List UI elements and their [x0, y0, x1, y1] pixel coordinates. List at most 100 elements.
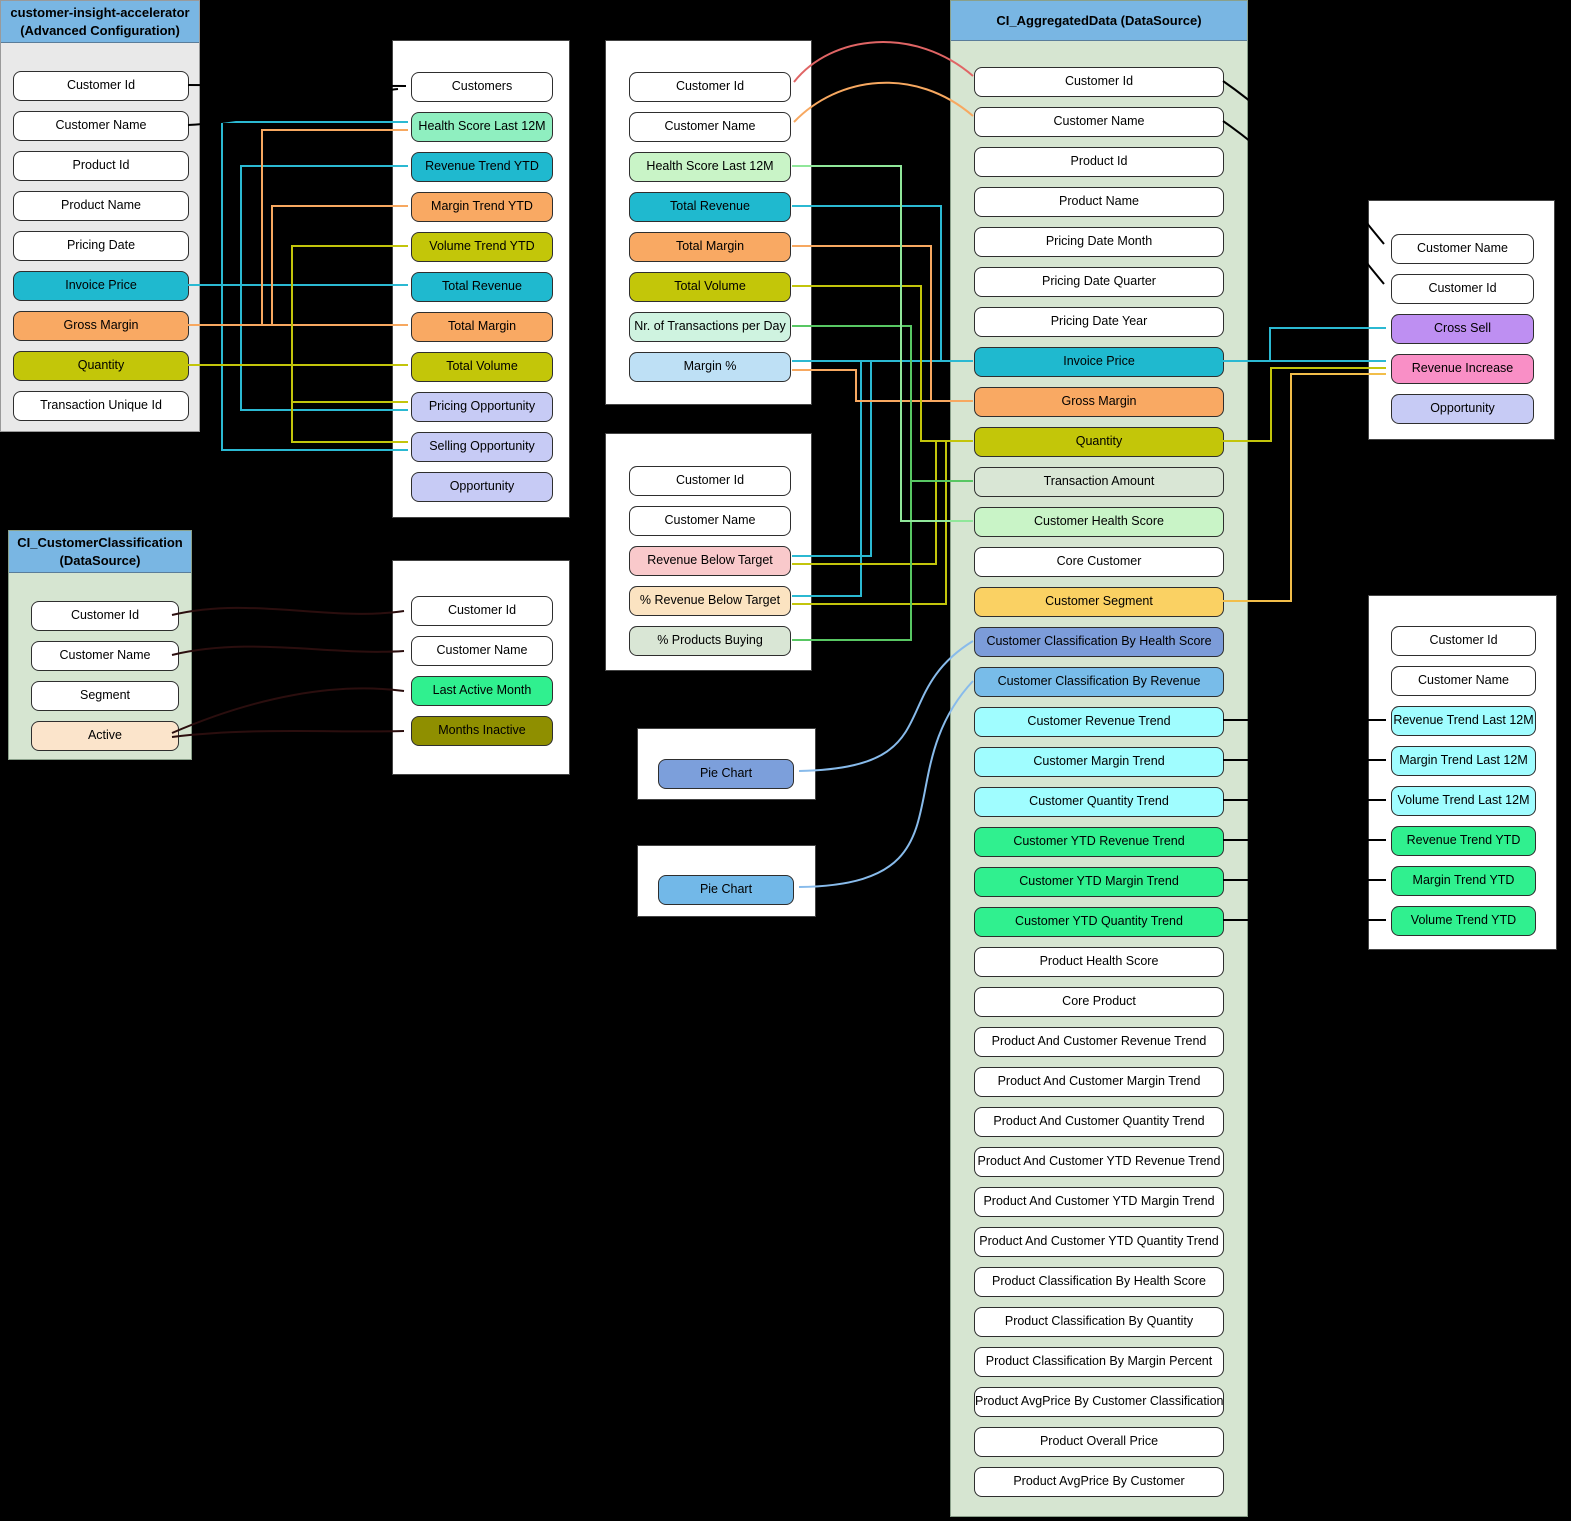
customer-totals-panel-field-customer-id[interactable]: Customer Id — [629, 72, 791, 102]
aggregated-data-panel-field-customer-revenue-trend[interactable]: Customer Revenue Trend — [974, 707, 1224, 737]
customers-output-panel-field-health-score-last-12m[interactable]: Health Score Last 12M — [411, 112, 553, 142]
aggregated-data-panel-field-customer-health-score[interactable]: Customer Health Score — [974, 507, 1224, 537]
customer-totals-panel-field-total-margin[interactable]: Total Margin — [629, 232, 791, 262]
aggregated-data-panel-field-pricing-date-year[interactable]: Pricing Date Year — [974, 307, 1224, 337]
activity-output-panel-field-customer-name[interactable]: Customer Name — [411, 636, 553, 666]
aggregated-data-panel-field-invoice-price[interactable]: Invoice Price — [974, 347, 1224, 377]
aggregated-data-panel-field-product-overall-price[interactable]: Product Overall Price — [974, 1427, 1224, 1457]
connector-accelerator-gross-margin-to-customers-output-health-score-last-12m — [261, 129, 408, 325]
aggregated-data-panel-field-product-classification-by-health-score[interactable]: Product Classification By Health Score — [974, 1267, 1224, 1297]
aggregated-data-panel-field-product-avgprice-by-customer[interactable]: Product AvgPrice By Customer — [974, 1467, 1224, 1497]
customer-totals-panel-field-health-score-last-12m[interactable]: Health Score Last 12M — [629, 152, 791, 182]
customer-totals-panel-field-total-volume[interactable]: Total Volume — [629, 272, 791, 302]
aggregated-data-panel-field-customer-quantity-trend[interactable]: Customer Quantity Trend — [974, 787, 1224, 817]
opportunity-output-panel-field-customer-name[interactable]: Customer Name — [1391, 234, 1534, 264]
accelerator-panel-field-quantity[interactable]: Quantity — [13, 351, 189, 381]
opportunity-output-panel-field-opportunity[interactable]: Opportunity — [1391, 394, 1534, 424]
connector-accelerator-invoice-price-to-customers-output-pricing-opportunity — [240, 285, 408, 411]
customers-output-panel-field-customers[interactable]: Customers — [411, 72, 553, 102]
customer-classification-panel-field-active[interactable]: Active — [31, 721, 179, 751]
aggregated-data-panel-field-product-and-customer-margin-trend[interactable]: Product And Customer Margin Trend — [974, 1067, 1224, 1097]
revenue-target-panel-field-products-buying[interactable]: % Products Buying — [629, 626, 791, 656]
customers-output-panel-field-volume-trend-ytd[interactable]: Volume Trend YTD — [411, 232, 553, 262]
aggregated-data-panel-field-customer-ytd-revenue-trend[interactable]: Customer YTD Revenue Trend — [974, 827, 1224, 857]
customers-output-panel-field-total-margin[interactable]: Total Margin — [411, 312, 553, 342]
accelerator-panel-field-product-id[interactable]: Product Id — [13, 151, 189, 181]
aggregated-data-panel-field-customer-name[interactable]: Customer Name — [974, 107, 1224, 137]
accelerator-panel-field-gross-margin[interactable]: Gross Margin — [13, 311, 189, 341]
trends-output-panel-field-volume-trend-ytd[interactable]: Volume Trend YTD — [1391, 906, 1536, 936]
trends-output-panel-field-volume-trend-last-12m[interactable]: Volume Trend Last 12M — [1391, 786, 1536, 816]
aggregated-data-panel-field-transaction-amount[interactable]: Transaction Amount — [974, 467, 1224, 497]
aggregated-data-panel-field-customer-ytd-margin-trend[interactable]: Customer YTD Margin Trend — [974, 867, 1224, 897]
aggregated-data-panel-field-customer-segment[interactable]: Customer Segment — [974, 587, 1224, 617]
aggregated-data-panel-field-product-and-customer-ytd-revenue-trend[interactable]: Product And Customer YTD Revenue Trend — [974, 1147, 1224, 1177]
aggregated-data-panel-field-gross-margin[interactable]: Gross Margin — [974, 387, 1224, 417]
accelerator-panel-field-invoice-price[interactable]: Invoice Price — [13, 271, 189, 301]
aggregated-data-panel-field-core-product[interactable]: Core Product — [974, 987, 1224, 1017]
customers-output-panel-field-opportunity[interactable]: Opportunity — [411, 472, 553, 502]
accelerator-panel-field-transaction-unique-id[interactable]: Transaction Unique Id — [13, 391, 189, 421]
customers-output-panel-field-total-revenue[interactable]: Total Revenue — [411, 272, 553, 302]
customers-output-panel-field-revenue-trend-ytd[interactable]: Revenue Trend YTD — [411, 152, 553, 182]
trends-output-panel-field-customer-name[interactable]: Customer Name — [1391, 666, 1536, 696]
accelerator-panel-field-pricing-date[interactable]: Pricing Date — [13, 231, 189, 261]
aggregated-data-panel-field-pricing-date-month[interactable]: Pricing Date Month — [974, 227, 1224, 257]
customer-totals-panel-field-customer-name[interactable]: Customer Name — [629, 112, 791, 142]
aggregated-data-panel-field-product-and-customer-quantity-trend[interactable]: Product And Customer Quantity Trend — [974, 1107, 1224, 1137]
aggregated-data-panel-field-product-avgprice-by-customer-classification[interactable]: Product AvgPrice By Customer Classificat… — [974, 1387, 1224, 1417]
activity-output-panel-field-customer-id[interactable]: Customer Id — [411, 596, 553, 626]
aggregated-data-panel-field-product-and-customer-ytd-margin-trend[interactable]: Product And Customer YTD Margin Trend — [974, 1187, 1224, 1217]
opportunity-output-panel-field-revenue-increase[interactable]: Revenue Increase — [1391, 354, 1534, 384]
trends-output-panel-field-revenue-trend-ytd[interactable]: Revenue Trend YTD — [1391, 826, 1536, 856]
customer-classification-panel-field-customer-name[interactable]: Customer Name — [31, 641, 179, 671]
activity-output-panel-field-months-inactive[interactable]: Months Inactive — [411, 716, 553, 746]
pie-chart-panel-1-field-pie-chart[interactable]: Pie Chart — [658, 759, 794, 789]
aggregated-data-panel-field-product-id[interactable]: Product Id — [974, 147, 1224, 177]
customers-output-panel-field-selling-opportunity[interactable]: Selling Opportunity — [411, 432, 553, 462]
aggregated-data-panel-field-customer-margin-trend[interactable]: Customer Margin Trend — [974, 747, 1224, 777]
customers-output-panel-field-total-volume[interactable]: Total Volume — [411, 352, 553, 382]
trends-output-panel-field-margin-trend-ytd[interactable]: Margin Trend YTD — [1391, 866, 1536, 896]
opportunity-output-panel-field-customer-id[interactable]: Customer Id — [1391, 274, 1534, 304]
aggregated-data-panel-field-customer-id[interactable]: Customer Id — [974, 67, 1224, 97]
connector-accelerator-invoice-price-to-customers-output-health-score-last-12m — [221, 121, 408, 285]
customer-totals-panel-field-nr-of-transactions-per-day[interactable]: Nr. of Transactions per Day — [629, 312, 791, 342]
aggregated-data-panel-field-product-health-score[interactable]: Product Health Score — [974, 947, 1224, 977]
aggregated-data-panel-field-product-and-customer-revenue-trend[interactable]: Product And Customer Revenue Trend — [974, 1027, 1224, 1057]
aggregated-data-panel-field-customer-ytd-quantity-trend[interactable]: Customer YTD Quantity Trend — [974, 907, 1224, 937]
customers-output-panel-field-pricing-opportunity[interactable]: Pricing Opportunity — [411, 392, 553, 422]
aggregated-data-panel-field-product-classification-by-margin-percent[interactable]: Product Classification By Margin Percent — [974, 1347, 1224, 1377]
customer-classification-panel-field-segment[interactable]: Segment — [31, 681, 179, 711]
revenue-target-panel-field-revenue-below-target[interactable]: Revenue Below Target — [629, 546, 791, 576]
connector-accelerator-gross-margin-to-customers-output-margin-trend-ytd — [271, 205, 408, 325]
aggregated-data-panel-field-product-name[interactable]: Product Name — [974, 187, 1224, 217]
accelerator-panel-field-customer-id[interactable]: Customer Id — [13, 71, 189, 101]
trends-output-panel-field-customer-id[interactable]: Customer Id — [1391, 626, 1536, 656]
aggregated-data-panel-field-customer-classification-by-revenue[interactable]: Customer Classification By Revenue — [974, 667, 1224, 697]
accelerator-panel-field-product-name[interactable]: Product Name — [13, 191, 189, 221]
revenue-target-panel-field-revenue-below-target[interactable]: % Revenue Below Target — [629, 586, 791, 616]
aggregated-data-panel-field-customer-classification-by-health-score[interactable]: Customer Classification By Health Score — [974, 627, 1224, 657]
customer-classification-panel-header[interactable]: CI_CustomerClassification (DataSource) — [9, 531, 191, 573]
aggregated-data-panel-field-pricing-date-quarter[interactable]: Pricing Date Quarter — [974, 267, 1224, 297]
revenue-target-panel-field-customer-name[interactable]: Customer Name — [629, 506, 791, 536]
aggregated-data-panel-field-core-customer[interactable]: Core Customer — [974, 547, 1224, 577]
aggregated-data-panel-field-product-and-customer-ytd-quantity-trend[interactable]: Product And Customer YTD Quantity Trend — [974, 1227, 1224, 1257]
revenue-target-panel-field-customer-id[interactable]: Customer Id — [629, 466, 791, 496]
accelerator-panel-header[interactable]: customer-insight-accelerator (Advanced C… — [1, 1, 199, 43]
customer-classification-panel-field-customer-id[interactable]: Customer Id — [31, 601, 179, 631]
customer-totals-panel-field-margin[interactable]: Margin % — [629, 352, 791, 382]
aggregated-data-panel-field-product-classification-by-quantity[interactable]: Product Classification By Quantity — [974, 1307, 1224, 1337]
pie-chart-panel-2-field-pie-chart[interactable]: Pie Chart — [658, 875, 794, 905]
opportunity-output-panel-field-cross-sell[interactable]: Cross Sell — [1391, 314, 1534, 344]
customer-totals-panel-field-total-revenue[interactable]: Total Revenue — [629, 192, 791, 222]
aggregated-data-panel-field-quantity[interactable]: Quantity — [974, 427, 1224, 457]
trends-output-panel-field-margin-trend-last-12m[interactable]: Margin Trend Last 12M — [1391, 746, 1536, 776]
accelerator-panel-field-customer-name[interactable]: Customer Name — [13, 111, 189, 141]
trends-output-panel-field-revenue-trend-last-12m[interactable]: Revenue Trend Last 12M — [1391, 706, 1536, 736]
aggregated-data-panel-header[interactable]: CI_AggregatedData (DataSource) — [951, 1, 1247, 41]
activity-output-panel-field-last-active-month[interactable]: Last Active Month — [411, 676, 553, 706]
customers-output-panel-field-margin-trend-ytd[interactable]: Margin Trend YTD — [411, 192, 553, 222]
